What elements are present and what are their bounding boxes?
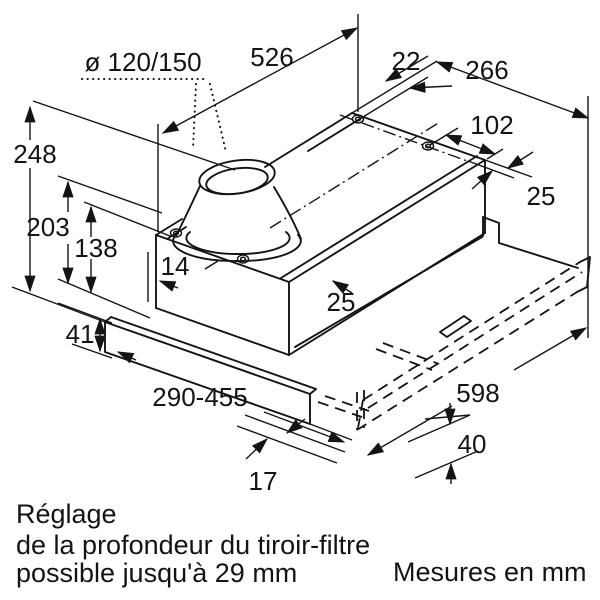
duct-diameter-leaders [81,78,227,153]
note-line-2: de la profondeur du tiroir-filtre [16,530,370,560]
note-line-3: possible jusqu'à 29 mm [16,558,297,588]
dim-width-front-label: 598 [456,378,499,408]
note-line-1: Réglage [16,499,117,529]
dim-wall-clearance-label: 14 [161,251,190,281]
dim-hole-offset-label: 102 [470,110,513,140]
dimension-lines [24,27,590,484]
dim-depth-range-label: 290-455 [152,382,247,412]
dim-step-label: 17 [249,466,278,496]
mounting-holes [169,114,435,264]
dimension-labels: ø 120/150 526 22 266 102 25 248 203 138 … [13,42,555,496]
hood-body-outline [155,112,500,356]
dim-depth-top-label: 266 [465,55,508,85]
units-label: Mesures en mm [393,557,587,587]
duct-outlet-cone [172,158,302,263]
dim-duct-diameter-label: ø 120/150 [84,47,201,77]
dim-hole-inset-front-label: 25 [327,287,356,317]
dim-width-top-label: 526 [250,42,293,72]
dim-panel-height-label: 40 [458,429,487,459]
annotation-block: Réglage de la profondeur du tiroir-filtr… [16,499,587,588]
dim-height-total-label: 248 [13,139,56,169]
dim-plinth-height-label: 41 [66,319,95,349]
extension-lines [11,14,589,479]
drawer-front-panel [317,256,591,431]
dim-hole-inset-back-label: 25 [527,181,556,211]
dim-height-body-label: 203 [26,212,69,242]
dim-height-lower-label: 138 [74,233,117,263]
dim-back-rail-offset-label: 22 [392,46,421,76]
